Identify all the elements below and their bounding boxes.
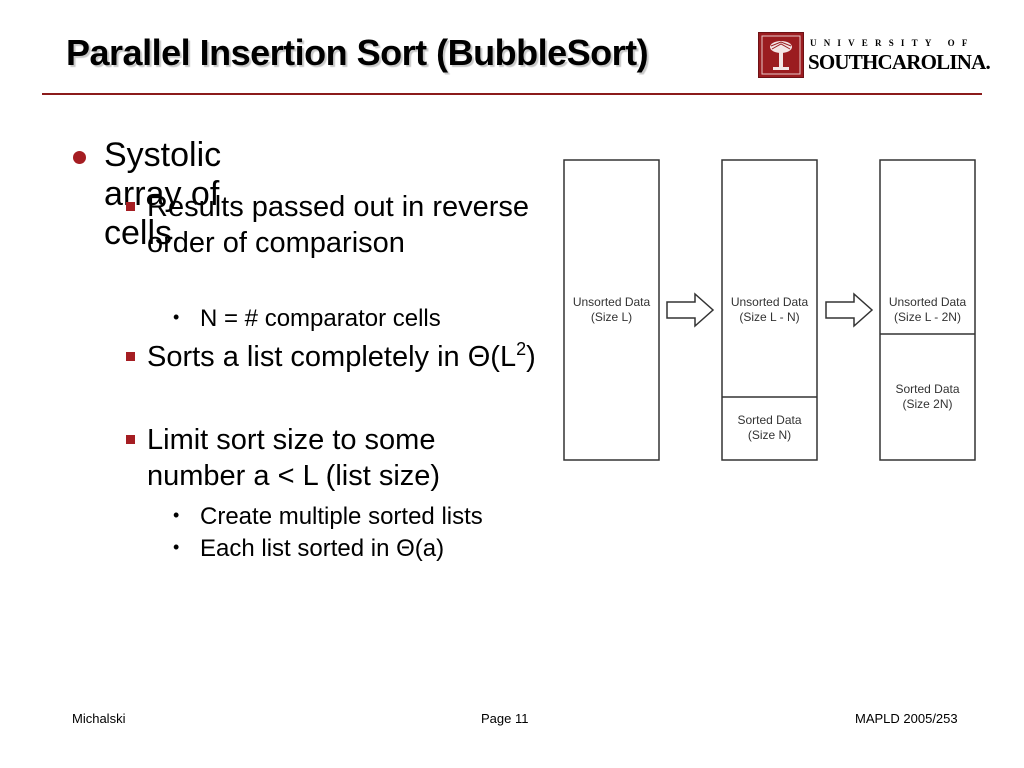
sorts-exponent: 2 <box>516 339 527 359</box>
arrow-2 <box>825 292 874 328</box>
footer-author: Michalski <box>72 711 126 726</box>
university-logo: UNIVERSITY OF SOUTHCAROLINA. <box>758 32 991 78</box>
sorts-text: Sorts a list completely in Θ(L <box>147 341 517 373</box>
bullet-sub-multiple-lists: Create multiple sorted lists <box>200 503 483 530</box>
footer-conference: MAPLD 2005/253 <box>855 711 958 726</box>
palmetto-tree-icon <box>758 32 804 78</box>
bullet-small-dot-icon: • <box>173 537 180 557</box>
bullet-sub-comparator-cells: N = # comparator cells <box>200 305 441 332</box>
bullet-item-limit: Limit sort size to some number a < L (li… <box>147 424 441 492</box>
bullet-sub-sorted-in: Each list sorted in Θ(a) <box>200 535 445 562</box>
bullet-small-dot-icon: • <box>173 505 180 525</box>
column-2-unsorted-size: (Size L - N) <box>739 310 799 324</box>
column-3: Unsorted Data (Size L - 2N) Sorted Data … <box>879 159 976 461</box>
sorts-close-paren: ) <box>526 341 536 373</box>
column-3-sorted-label: Sorted Data <box>895 382 959 396</box>
slide-title: Parallel Insertion Sort (BubbleSort) <box>66 32 649 73</box>
column-2-box <box>721 159 818 461</box>
footer-page-number: Page 11 <box>481 711 529 726</box>
column-3-box <box>879 159 976 461</box>
bullet-item-results: Results passed out in reverse order of c… <box>147 191 530 259</box>
bullet-item-sorts: Sorts a list completely in Θ(L2) <box>147 339 537 375</box>
bullet-square-icon <box>126 202 135 211</box>
bullet-dot-icon <box>73 151 86 164</box>
column-2-sorted-label: Sorted Data <box>737 413 801 427</box>
column-3-unsorted-size: (Size L - 2N) <box>894 310 961 324</box>
column-2-sorted-size: (Size N) <box>748 428 791 442</box>
column-1-box <box>563 159 660 461</box>
column-1: Unsorted Data (Size L) <box>563 159 660 461</box>
column-2: Unsorted Data (Size L - N) Sorted Data (… <box>721 159 818 461</box>
bullet-small-dot-icon: • <box>173 307 180 327</box>
bullet-level1: Systolic array of cells <box>104 136 222 252</box>
logo-lower-text: SOUTHCAROLINA. <box>808 50 991 74</box>
arrow-1 <box>666 292 715 328</box>
column-1-unsorted-label: Unsorted Data <box>573 295 651 309</box>
column-1-unsorted-size: (Size L) <box>591 310 632 324</box>
bullet-square-icon <box>126 352 135 361</box>
bullet-square-icon <box>126 435 135 444</box>
column-3-unsorted-label: Unsorted Data <box>889 295 967 309</box>
title-divider <box>42 93 982 95</box>
right-arrow-icon <box>825 292 874 328</box>
right-arrow-icon <box>666 292 715 328</box>
column-2-unsorted-label: Unsorted Data <box>731 295 809 309</box>
column-3-sorted-size: (Size 2N) <box>902 397 952 411</box>
logo-upper-text: UNIVERSITY OF <box>810 38 975 48</box>
